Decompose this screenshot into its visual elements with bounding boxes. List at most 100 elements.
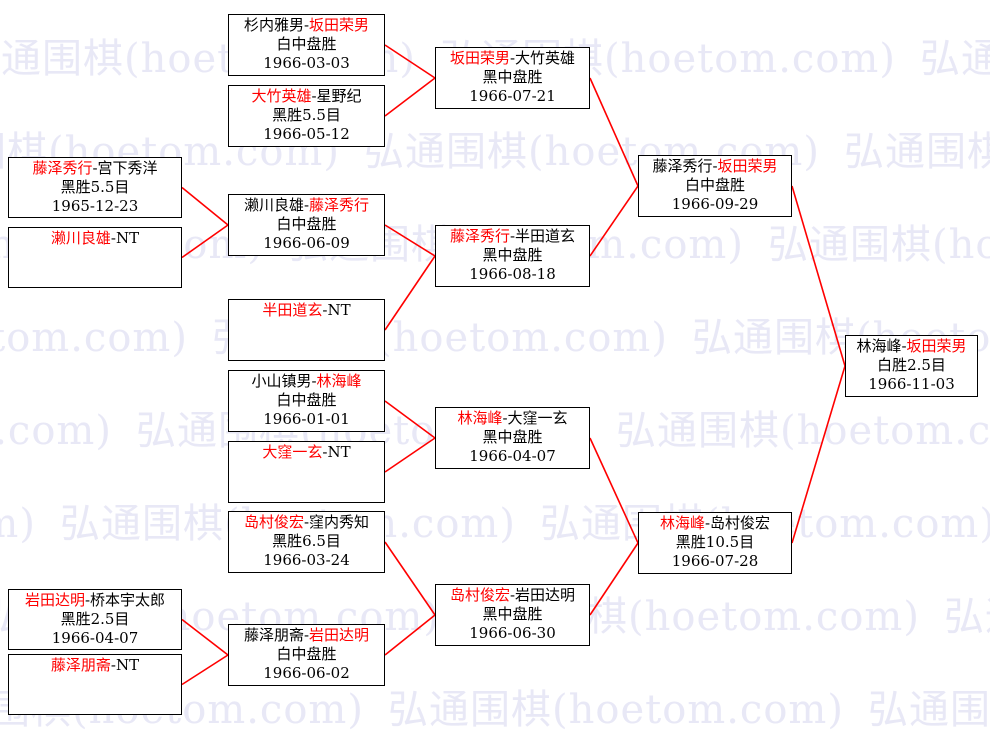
match-players: 大窪一玄-NT [229, 443, 384, 462]
watermark-text: 弘通围棋(hoetom.com) [388, 687, 844, 733]
player2-name: NT [115, 229, 140, 247]
players-separator: - [322, 443, 328, 461]
player2-name: 林海峰 [316, 372, 362, 390]
players-separator: - [509, 586, 516, 604]
watermark-text: 弘通围棋(hoetom.com) [0, 408, 112, 454]
player2-name: 岛村俊宏 [710, 514, 771, 532]
player2-name: 岩田达明 [309, 626, 370, 644]
player1-name: 濑川良雄 [50, 229, 111, 247]
players-separator: - [901, 337, 907, 355]
match-players: 林海峰-坂田荣男 [846, 337, 977, 356]
players-separator: - [303, 513, 310, 531]
player1-name: 岛村俊宏 [243, 513, 304, 531]
players-separator: - [311, 372, 317, 390]
player2-name: NT [115, 656, 140, 674]
player1-name: 濑川良雄 [243, 196, 304, 214]
match-players: 半田道玄-NT [229, 301, 384, 320]
match-result: 白中盘胜 [276, 645, 337, 663]
match-result: 白中盘胜 [276, 35, 337, 53]
player1-name: 大窪一玄 [262, 443, 323, 461]
player2-name: 大竹英雄 [515, 49, 576, 67]
match-box-r1m2: 濑川良雄-NT [8, 227, 182, 288]
players-separator: - [303, 626, 310, 644]
players-separator: - [509, 49, 516, 67]
watermark-text: 弘通围棋(hoetom.com) [844, 129, 990, 175]
player2-name: 大窪一玄 [507, 409, 568, 427]
match-result: 白中盘胜 [276, 391, 337, 409]
match-date: 1966-04-07 [469, 447, 556, 465]
match-players: 坂田荣男-大竹英雄 [436, 49, 589, 68]
players-separator: - [84, 591, 91, 609]
player2-name: 岩田达明 [515, 586, 576, 604]
match-date: 1966-07-21 [469, 87, 556, 105]
watermark-text: 弘通围棋(hoetom.com) [920, 36, 990, 82]
match-result: 黑中盘胜 [482, 68, 543, 86]
player2-name: 宫下秀洋 [97, 159, 158, 177]
match-box-r1m4: 藤泽朋斋-NT [8, 654, 182, 715]
player1-name: 藤泽朋斋 [243, 626, 304, 644]
match-result: 白中盘胜 [276, 215, 337, 233]
players-separator: - [303, 196, 310, 214]
player2-name: 坂田荣男 [309, 16, 370, 34]
player1-name: 岛村俊宏 [449, 586, 510, 604]
match-players: 岛村俊宏-岩田达明 [436, 586, 589, 605]
player1-name: 小山镇男 [251, 372, 312, 390]
match-players: 林海峰-岛村俊宏 [639, 514, 791, 533]
player1-name: 大竹英雄 [251, 87, 312, 105]
match-players: 濑川良雄-藤泽秀行 [229, 196, 384, 215]
match-date: 1966-09-29 [671, 195, 759, 213]
player1-name: 林海峰 [659, 514, 705, 532]
match-date: 1966-07-28 [671, 552, 759, 570]
players-separator: - [704, 514, 711, 532]
match-result: 黑胜5.5目 [60, 178, 130, 196]
watermark-text: 弘通围棋(hoetom.com) [944, 594, 990, 640]
match-players: 杉内雅男-坂田荣男 [229, 16, 384, 35]
match-result: 黑胜10.5目 [675, 533, 755, 551]
players-separator: - [712, 157, 718, 175]
players-separator: - [311, 87, 317, 105]
match-players: 藤泽秀行-半田道玄 [436, 227, 589, 246]
player1-name: 林海峰 [457, 409, 503, 427]
watermark-text: 弘通围棋(hoetom.com) [0, 315, 188, 361]
match-result: 黑胜5.5目 [272, 106, 341, 124]
players-separator: - [92, 159, 98, 177]
match-date: 1966-04-07 [51, 629, 139, 647]
players-separator: - [322, 301, 328, 319]
match-players: 大竹英雄-星野纪 [229, 87, 384, 106]
match-date: 1966-05-12 [263, 125, 350, 143]
match-box-r2m4: 半田道玄-NT [228, 299, 385, 361]
match-players: 濑川良雄-NT [9, 229, 181, 248]
match-players: 岛村俊宏-窪内秀知 [229, 513, 384, 532]
match-result: 黑中盘胜 [482, 428, 543, 446]
match-players: 藤泽朋斋-岩田达明 [229, 626, 384, 645]
players-separator: - [509, 227, 516, 245]
player2-name: 坂田荣男 [906, 337, 967, 355]
match-players: 小山镇男-林海峰 [229, 372, 384, 391]
watermark-text: 弘通围棋(hoetom.com) [868, 687, 990, 733]
match-result: 黑中盘胜 [482, 605, 543, 623]
players-separator: - [110, 229, 116, 247]
match-date: 1966-06-09 [263, 234, 350, 252]
player2-name: 窪内秀知 [309, 513, 370, 531]
player1-name: 藤泽秀行 [449, 227, 510, 245]
player2-name: 坂田荣男 [717, 157, 778, 175]
match-result: 白胜2.5目 [877, 356, 946, 374]
player1-name: 坂田荣男 [449, 49, 510, 67]
match-players: 藤泽秀行-宫下秀洋 [9, 159, 181, 178]
match-result: 黑胜6.5目 [272, 532, 341, 550]
player2-name: NT [327, 301, 351, 319]
player1-name: 岩田达明 [24, 591, 85, 609]
match-result: 黑胜2.5目 [60, 610, 130, 628]
player2-name: 桥本宇太郎 [90, 591, 166, 609]
